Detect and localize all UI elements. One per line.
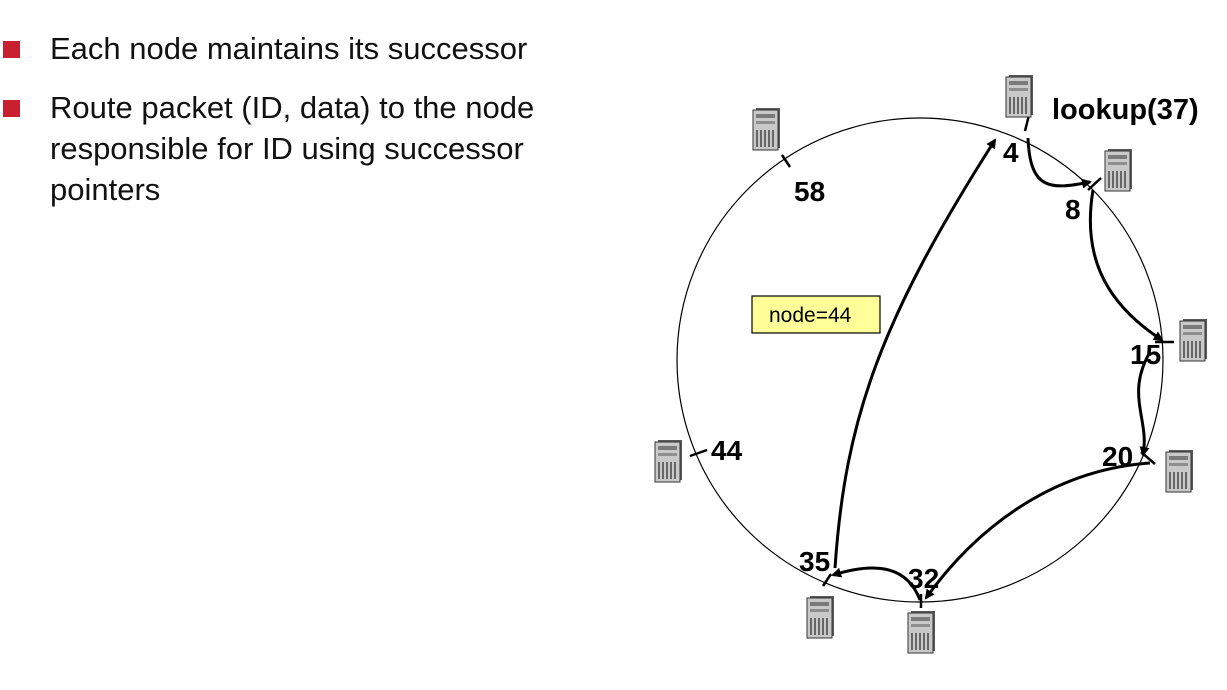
server-icon: [1104, 148, 1133, 192]
route-arrow-4-to-8: [1026, 137, 1092, 189]
server-icon: [1005, 74, 1034, 118]
ring-tick-8: [1087, 177, 1102, 191]
route-arrow-32-to-35: [831, 566, 922, 601]
bullet-text: Each node maintains its successor: [50, 31, 528, 66]
route-arrow-8-to-15: [1088, 189, 1164, 342]
server-icon: [806, 595, 835, 639]
server-icon: [1179, 318, 1208, 362]
callout-box: node=44: [751, 295, 881, 334]
node-label-44: 44: [711, 435, 743, 466]
bullet-marker: [3, 100, 20, 117]
bullet-item-successor: Each node maintains its successor: [0, 28, 640, 69]
node-label-4: 4: [1003, 137, 1019, 168]
node-label-8: 8: [1065, 194, 1081, 225]
node-label-58: 58: [794, 176, 825, 207]
route-arrow-15-to-20: [1137, 351, 1152, 457]
server-icon: [654, 439, 683, 483]
ring-tick-4: [1023, 114, 1031, 132]
route-arrow-35-to-4: [833, 138, 997, 569]
bullet-list: Each node maintains its successor Route …: [0, 28, 640, 228]
ring-tick-35: [821, 573, 833, 587]
callout-text: node=44: [769, 304, 852, 327]
bullet-item-route: Route packet (ID, data) to the node resp…: [0, 87, 640, 210]
identifier-ring: [676, 117, 1164, 603]
node-label-35: 35: [799, 546, 830, 577]
server-icon: [1165, 449, 1194, 493]
server-icon: [752, 107, 781, 151]
bullet-text: Route packet (ID, data) to the node resp…: [50, 90, 535, 207]
ring-tick-58: [780, 154, 792, 168]
ring-tick-44: [689, 448, 708, 458]
callout-background: [751, 295, 881, 334]
server-icon: [907, 610, 936, 654]
route-arrow-20-to-32: [924, 461, 1151, 600]
node-label-15: 15: [1130, 339, 1161, 370]
bullet-marker: [3, 41, 20, 58]
lookup-label: lookup(37): [1052, 94, 1199, 126]
node-label-32: 32: [908, 563, 939, 594]
